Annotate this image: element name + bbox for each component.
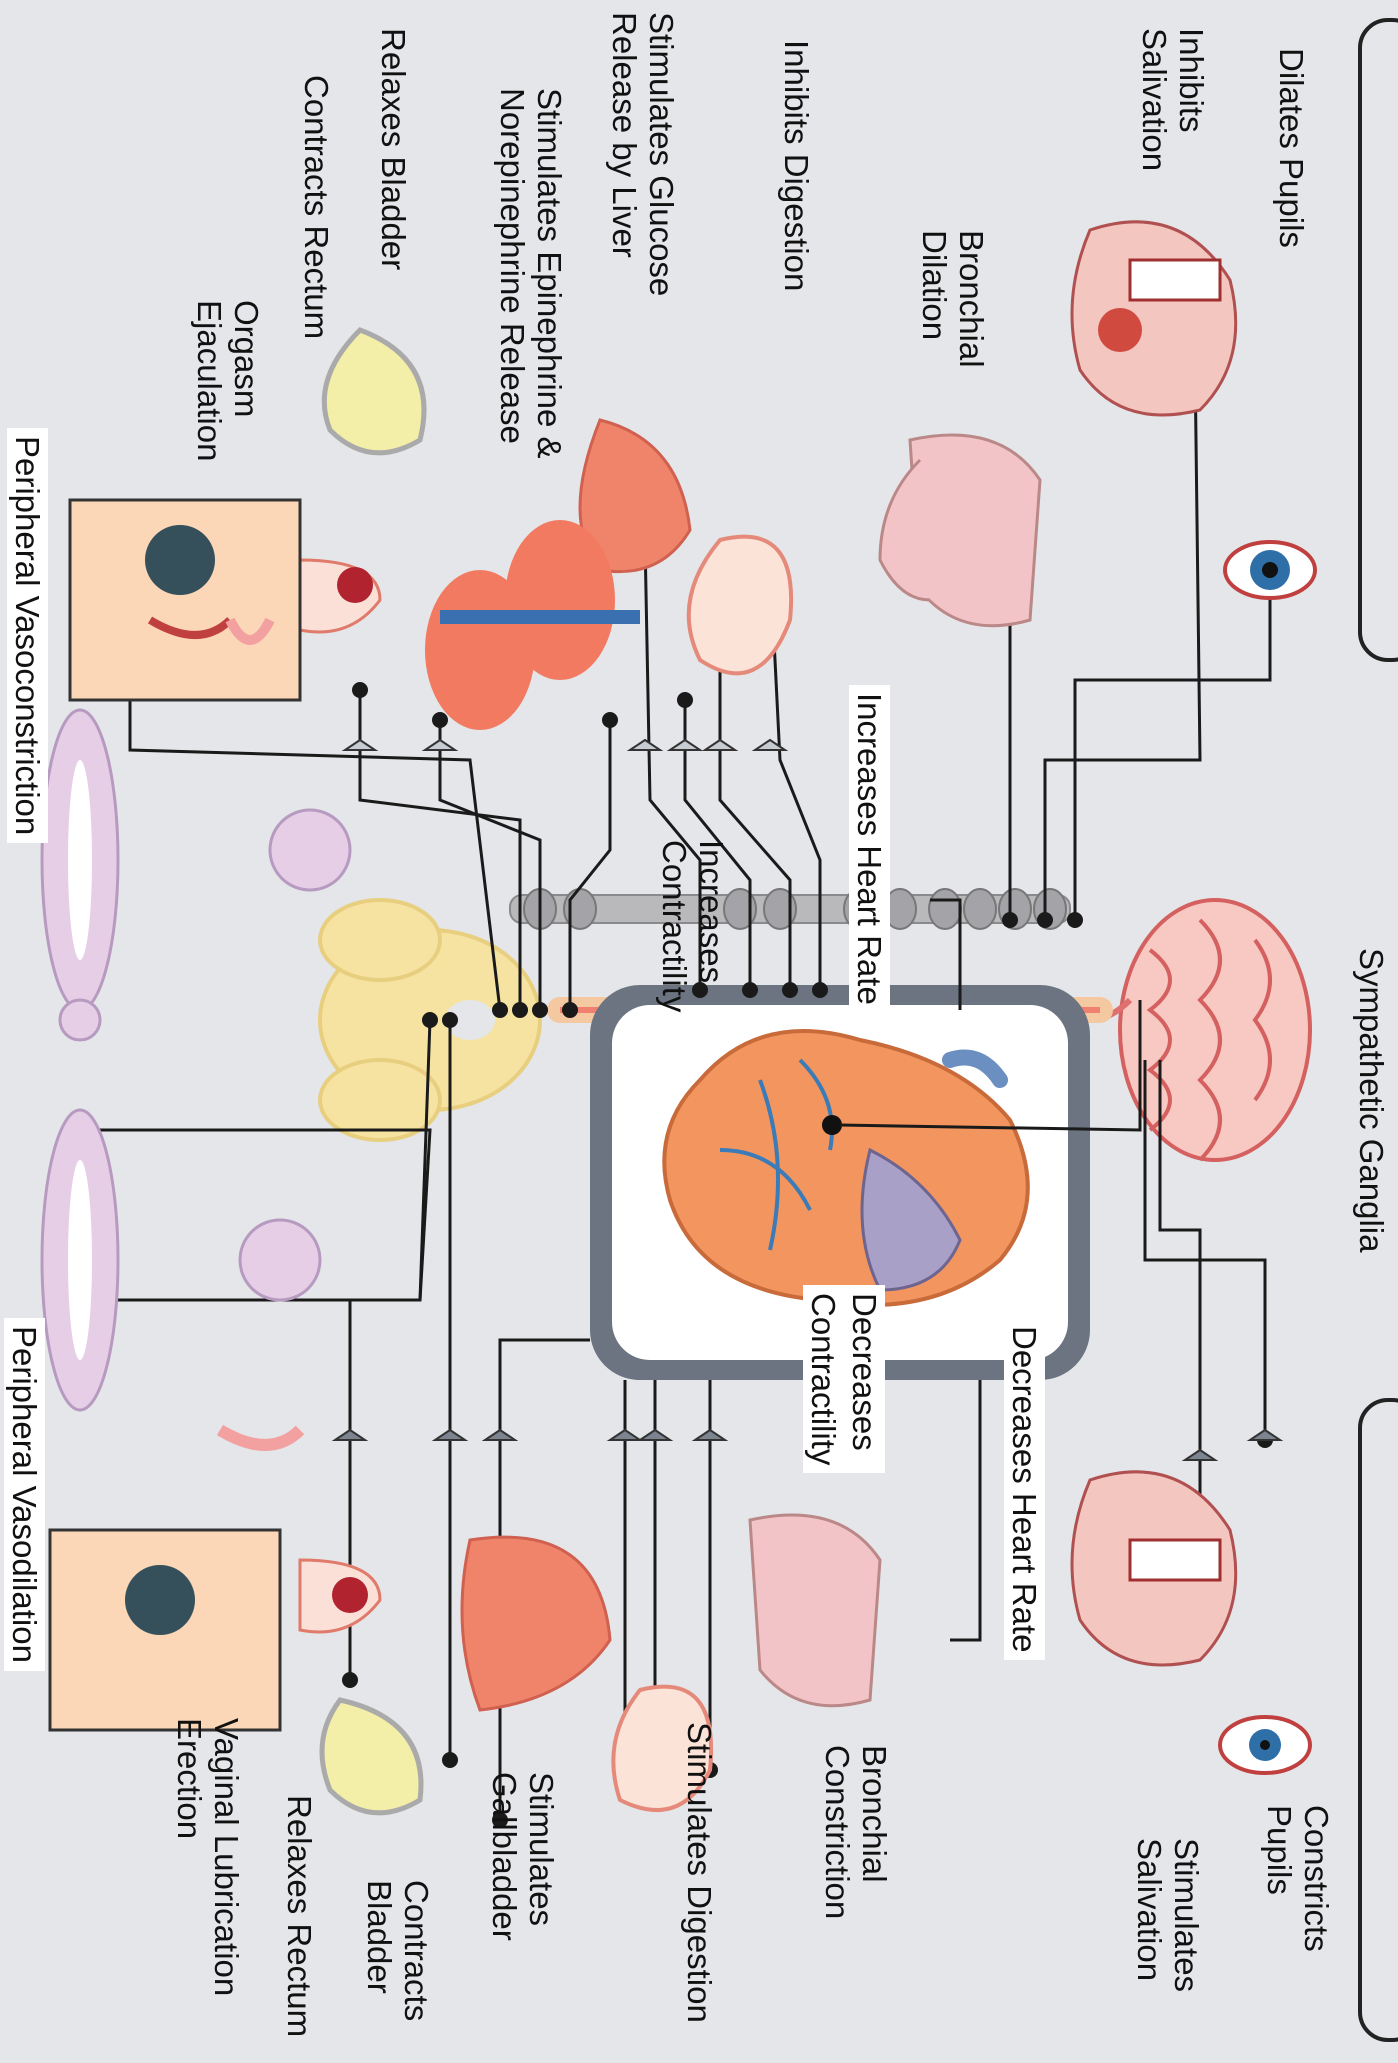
reproductive-right-illustration (50, 1430, 300, 1730)
lungs-right-illustration (750, 1515, 880, 1706)
lungs-left-illustration (880, 435, 1040, 626)
label-stimulates-epinephrine: Stimulates Epinephrine &Norepinephrine R… (494, 88, 568, 459)
label-inhibits-digestion: Inhibits Digestion (778, 40, 815, 291)
rectum-left-illustration (300, 560, 380, 632)
label-contracts-rectum: Contracts Rectum (298, 75, 335, 339)
liver-right-illustration (462, 1537, 610, 1710)
sympathetic-ganglia-markers (345, 740, 785, 750)
reproductive-left-illustration (70, 500, 300, 700)
sympathetic-panel-bracket (1360, 20, 1398, 660)
label-relaxes-bladder: Relaxes Bladder (375, 28, 412, 270)
eye-right-illustration (1220, 1717, 1310, 1773)
label-sympathetic-ganglia: Sympathetic Ganglia (1353, 948, 1390, 1253)
salivary-glands-left-illustration (1072, 222, 1236, 415)
parasympathetic-panel-bracket (1360, 1400, 1398, 2040)
label-stimulates-digestion: Stimulates Digestion (681, 1722, 718, 2023)
body-right-illustration (42, 1110, 320, 1410)
label-increases-heart-rate: Increases Heart Rate (849, 685, 890, 1013)
bladder-right-illustration (322, 1700, 421, 1813)
label-relaxes-rectum: Relaxes Rectum (281, 1795, 318, 2037)
label-decreases-heart-rate: Decreases Heart Rate (1004, 1318, 1045, 1660)
label-dilates-pupils: Dilates Pupils (1273, 48, 1310, 248)
salivary-glands-right-illustration (1072, 1472, 1236, 1665)
bladder-left-illustration (324, 330, 424, 453)
eye-left-illustration (1225, 542, 1315, 598)
body-left-illustration (42, 710, 350, 1040)
label-peripheral-vasodilation: Peripheral Vasodilation (4, 1318, 45, 1671)
rectum-right-illustration (300, 1560, 380, 1632)
label-peripheral-vasoconstriction: Peripheral Vasoconstriction (7, 428, 48, 843)
brain-illustration (1090, 900, 1310, 1160)
